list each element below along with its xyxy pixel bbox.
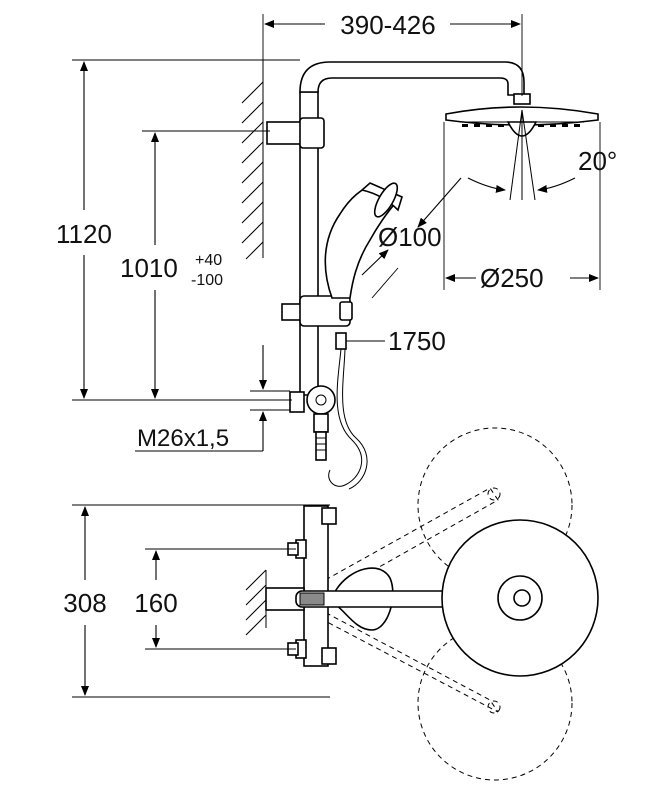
hand-shower-dia-label: Ø100 (378, 222, 442, 252)
riser-rail (266, 61, 525, 490)
top-view (245, 427, 599, 781)
thermostat-body (265, 505, 337, 667)
head-shower-dia-label: Ø250 (480, 263, 544, 293)
thread-label: M26x1,5 (137, 425, 229, 452)
height-base-label: 1010 (120, 253, 178, 283)
wall-hatch-top (241, 60, 264, 260)
connection-spacing-label: 160 (134, 588, 177, 618)
height-tol-minus-label: -100 (191, 272, 223, 289)
wall-hatch-bottom (245, 569, 267, 636)
hose-length-label: 1750 (388, 326, 446, 356)
side-view (241, 60, 599, 490)
angle-label: 20° (578, 146, 617, 176)
arm-reach-label: 390-426 (340, 10, 435, 40)
hand-shower (324, 182, 403, 299)
mixer-height-label: 308 (63, 588, 106, 618)
dimension-lines-top (72, 504, 330, 698)
head-shower (445, 93, 599, 201)
total-height-label: 1120 (56, 219, 112, 249)
height-tol-plus-label: +40 (195, 252, 222, 269)
dimension-lines-side (72, 14, 601, 452)
